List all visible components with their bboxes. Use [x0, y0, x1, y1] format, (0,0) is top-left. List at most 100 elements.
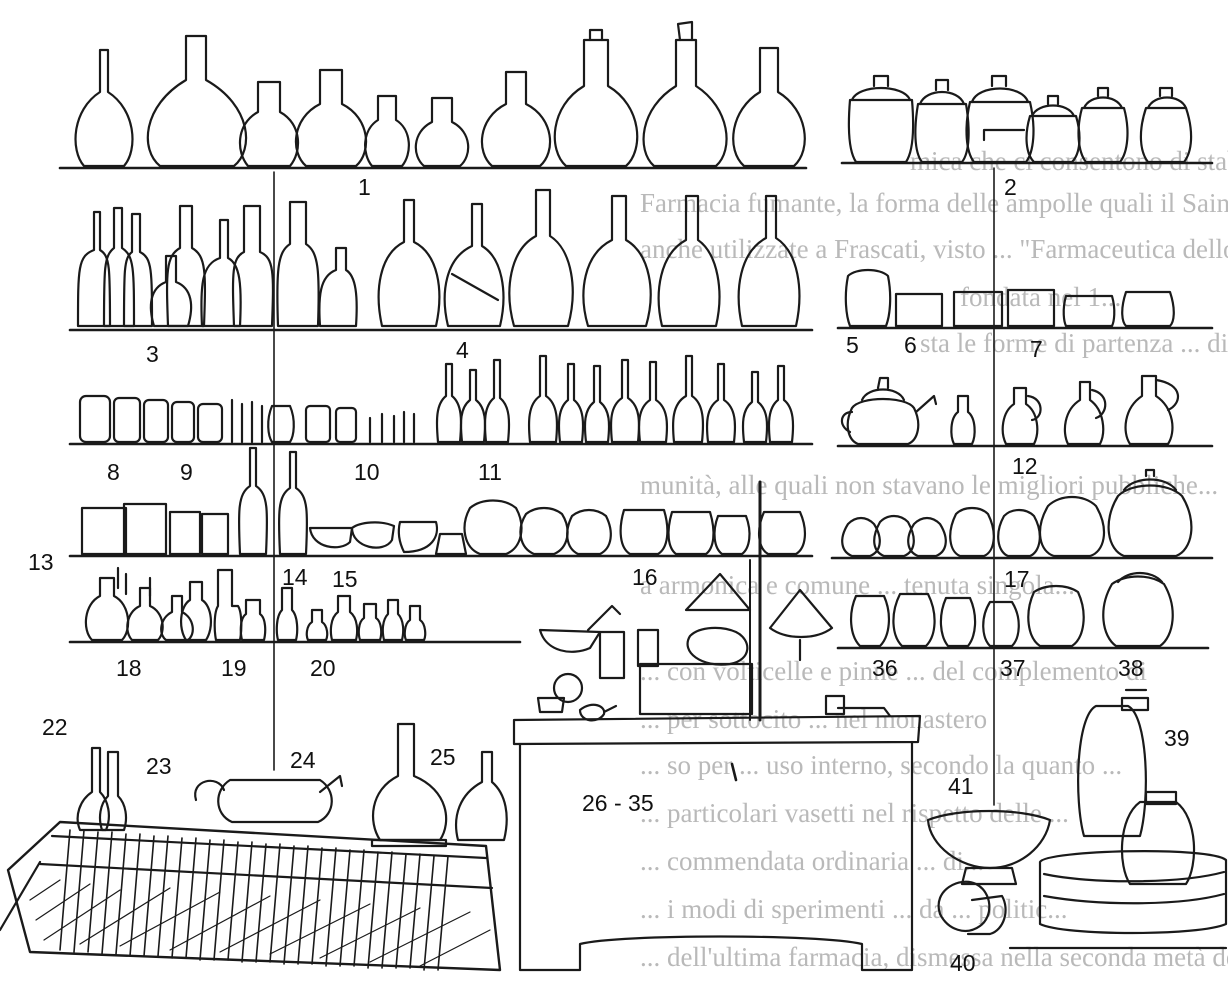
label-19: 19: [221, 655, 247, 681]
jar: [1062, 294, 1116, 328]
small-jug: [267, 404, 295, 444]
label-38: 38: [1118, 655, 1144, 681]
small-bottle: [305, 608, 329, 642]
bottle: [149, 254, 193, 328]
pot: [1102, 575, 1174, 648]
box: [168, 510, 202, 556]
jar: [824, 694, 846, 716]
label-26-35: 26 - 35: [582, 790, 654, 816]
jug: [950, 394, 976, 446]
round-flask: [126, 586, 164, 642]
tall-bottle: [277, 450, 309, 556]
label-15: 15: [332, 566, 358, 592]
pot: [841, 516, 881, 558]
jar-lid: [1146, 86, 1188, 110]
flask: [146, 34, 248, 168]
flask-25-base: [370, 838, 448, 848]
box: [200, 512, 230, 556]
label-8: 8: [107, 459, 120, 485]
pestle: [586, 604, 622, 632]
flask-25b: [454, 750, 508, 842]
mortar-40: [937, 880, 991, 932]
bowl: [397, 520, 439, 554]
vertical-dividers: [273, 167, 995, 806]
jug: [1124, 374, 1174, 446]
small-bottle: [403, 604, 427, 642]
jug: [1001, 386, 1039, 446]
millstone: [1038, 850, 1228, 935]
jug-handle: [1154, 378, 1179, 412]
box: [80, 506, 128, 556]
jar-lid: [1030, 94, 1076, 118]
tall-bottle: [557, 362, 585, 444]
box: [894, 292, 944, 328]
stoppered-flask: [443, 202, 505, 328]
label-14: 14: [282, 564, 308, 590]
container-group-13-16: [80, 446, 806, 556]
pot: [1027, 584, 1085, 648]
stoppered-flask: [508, 188, 574, 328]
jug: [1063, 380, 1105, 446]
stoppered-flask: [377, 198, 441, 328]
shelf-lines: [58, 161, 1214, 650]
bleed-text-line: a armonica e comune ... tenuta singola..…: [640, 570, 1075, 600]
pot: [304, 404, 332, 444]
small-bottle: [329, 594, 359, 642]
label-16: 16: [632, 564, 658, 590]
rack-hatching: [29, 879, 491, 967]
flask-25: [371, 722, 448, 842]
lidded-jar: [914, 102, 970, 164]
jug-group-12: [840, 374, 1179, 446]
lidded-jar: [965, 100, 1035, 164]
bowl: [308, 526, 354, 549]
basin-base: [960, 866, 1018, 886]
pot: [997, 508, 1041, 558]
pot-lid: [1116, 571, 1164, 584]
bleed-text-line: sta le forme di partenza ... di lavorazi…: [920, 328, 1228, 358]
jar: [598, 630, 626, 680]
funnel: [768, 588, 834, 638]
container-group-8-11: [78, 354, 795, 444]
bleed-text-line: ... i modi di sperimenti ... da ... poli…: [640, 894, 1068, 924]
bleed-text-line: ... con volticelle e pinne ... del compl…: [640, 656, 1147, 686]
flask-stopper: [588, 28, 604, 42]
flask-group-4: [377, 188, 801, 328]
pot: [170, 400, 196, 444]
teapot-spout: [914, 394, 938, 414]
flask: [294, 68, 368, 168]
jug-24-handle: [194, 779, 226, 802]
pot: [873, 514, 915, 558]
label-6: 6: [904, 332, 917, 358]
flask: [74, 48, 134, 168]
pot: [78, 394, 112, 444]
flask: [553, 38, 639, 168]
tall-bottle: [237, 446, 269, 556]
spoon: [578, 703, 618, 722]
pot: [713, 514, 751, 556]
pot: [850, 594, 890, 648]
bottle: [200, 218, 242, 328]
tall-bottle: [583, 364, 611, 444]
pot: [758, 510, 806, 556]
tall-bottle: [527, 354, 559, 444]
jar-lid: [1082, 86, 1124, 110]
label-25: 25: [430, 744, 456, 770]
lidded-jar: [1025, 114, 1081, 164]
bottle: [231, 204, 275, 328]
label-37: 37: [1000, 655, 1026, 681]
basin: [926, 809, 1052, 870]
label-5: 5: [846, 332, 859, 358]
label-7: 7: [1030, 336, 1043, 362]
tall-bottle: [609, 358, 641, 444]
label-20: 20: [310, 655, 336, 681]
retort: [686, 626, 749, 666]
flask: [364, 94, 410, 168]
large-jar: [1077, 704, 1147, 838]
bottom-right-objects: [926, 688, 1228, 950]
bottle: [318, 246, 358, 328]
pot-group-17: [841, 468, 1193, 558]
teapot-lid: [860, 376, 906, 402]
box: [952, 290, 1004, 328]
tall-bottle: [459, 368, 487, 444]
